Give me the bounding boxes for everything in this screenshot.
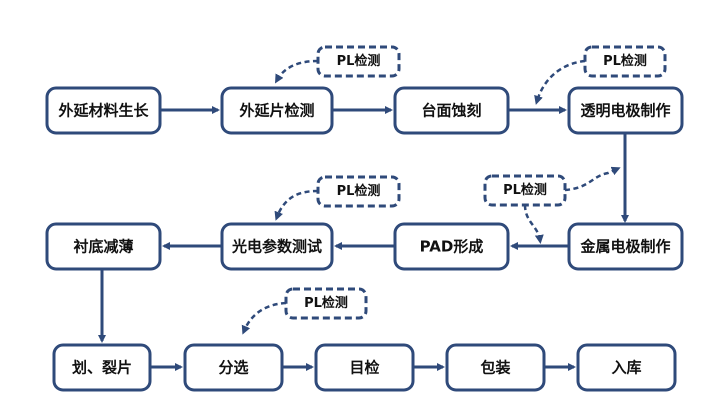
dashed-arrow-pl1: [275, 59, 319, 84]
step-warehousing: 入库: [576, 343, 677, 392]
step-label: 外延材料生长: [57, 102, 149, 120]
step-label: 金属电极制作: [579, 238, 670, 256]
pl-label: PL检测: [304, 295, 348, 311]
step-scribing-breaking: 划、裂片: [52, 343, 152, 392]
pl-inspection-5: PL检测: [284, 287, 368, 320]
dashed-arrow-pl4-lower: [523, 204, 544, 244]
inspection-connectors: [241, 59, 621, 335]
flow-arrows: [98, 106, 629, 371]
dashed-arrow-pl4-upper: [564, 166, 621, 192]
pl-label: PL检测: [503, 182, 547, 198]
step-pad-formation: PAD形成: [393, 222, 510, 271]
step-optoelectronic-test: 光电参数测试: [220, 222, 334, 271]
step-visual-inspection: 目检: [314, 343, 415, 392]
pl-label: PL检测: [337, 53, 381, 69]
pl-label: PL检测: [603, 53, 647, 69]
step-epitaxial-growth: 外延材料生长: [45, 86, 162, 135]
pl-label: PL检测: [337, 183, 381, 199]
step-label: 分选: [218, 359, 248, 377]
step-transparent-electrode: 透明电极制作: [567, 86, 684, 135]
step-epi-wafer-inspection: 外延片检测: [220, 86, 334, 135]
step-packaging: 包装: [445, 343, 546, 392]
step-label: 入库: [611, 359, 641, 377]
pl-inspection-2: PL检测: [583, 45, 667, 78]
pl-inspection-1: PL检测: [316, 45, 401, 78]
pl-inspection-3: PL检测: [316, 175, 401, 208]
step-label: PAD形成: [420, 238, 484, 256]
pl-inspection-4: PL检测: [483, 174, 567, 207]
step-sorting: 分选: [183, 343, 284, 392]
dashed-arrow-pl5: [241, 301, 287, 335]
step-mesa-etching: 台面蚀刻: [393, 86, 510, 135]
dashed-arrow-pl3: [274, 189, 319, 221]
step-label: 目检: [349, 359, 379, 377]
step-label: 包装: [480, 359, 511, 377]
step-label: 衬底减薄: [73, 238, 133, 256]
step-substrate-thinning: 衬底减薄: [45, 222, 162, 271]
step-label: 台面蚀刻: [421, 102, 481, 120]
step-label: 外延片检测: [238, 102, 314, 120]
step-label: 划、裂片: [72, 359, 132, 377]
step-label: 光电参数测试: [231, 238, 322, 256]
step-label: 透明电极制作: [580, 102, 670, 120]
step-metal-electrode: 金属电极制作: [567, 222, 684, 271]
